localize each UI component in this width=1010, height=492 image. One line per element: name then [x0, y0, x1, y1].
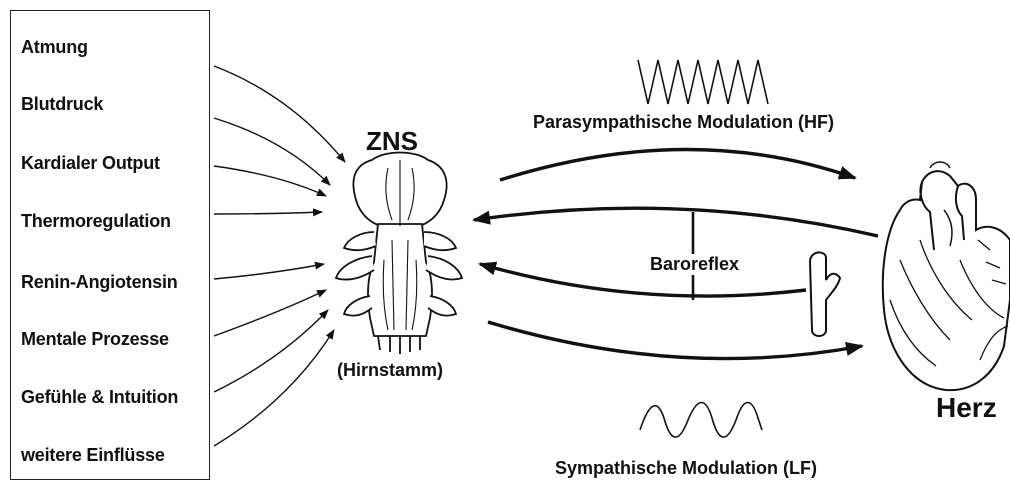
- parasympathetic-label: Parasympathische Modulation (HF): [533, 112, 834, 133]
- hf-wave: [638, 60, 768, 104]
- influence-mentale-prozesse: Mentale Prozesse: [21, 329, 169, 350]
- influence-gefuehle-intuition: Gefühle & Intuition: [21, 387, 178, 408]
- sympathetic-label: Sympathische Modulation (LF): [555, 458, 817, 479]
- lf-wave: [640, 403, 762, 438]
- influence-blutdruck: Blutdruck: [21, 94, 103, 115]
- brainstem-icon: [336, 153, 462, 355]
- parasympathetic-arrow: [500, 149, 855, 180]
- arrow-kardialer-output: [214, 166, 326, 196]
- heart-icon: [883, 162, 1010, 390]
- influence-thermoregulation: Thermoregulation: [21, 211, 171, 232]
- arrow-weitere: [214, 330, 334, 446]
- vessel-icon: [810, 252, 840, 336]
- baroreflex-arrow: [480, 264, 806, 296]
- sympathetic-arrow: [488, 322, 862, 359]
- arrow-thermoregulation: [214, 212, 322, 214]
- influence-kardialer-output: Kardialer Output: [21, 153, 160, 174]
- arrow-renin-angiotensin: [214, 264, 324, 279]
- arrow-gefuehle: [214, 310, 328, 392]
- zns-label: ZNS: [366, 126, 418, 157]
- heart-label: Herz: [936, 392, 997, 424]
- influence-arrows: [214, 66, 345, 446]
- influences-box: Atmung Blutdruck Kardialer Output Thermo…: [10, 10, 210, 480]
- baroreflex-label: Baroreflex: [646, 254, 743, 275]
- influence-renin-angiotensin: Renin-Angiotensin: [21, 272, 178, 293]
- influence-weitere-einfluesse: weitere Einflüsse: [21, 445, 165, 466]
- heart-to-brain-arrow: [474, 208, 878, 236]
- arrow-atmung: [214, 66, 345, 162]
- influence-atmung: Atmung: [21, 37, 88, 58]
- hirnstamm-label: (Hirnstamm): [337, 360, 443, 381]
